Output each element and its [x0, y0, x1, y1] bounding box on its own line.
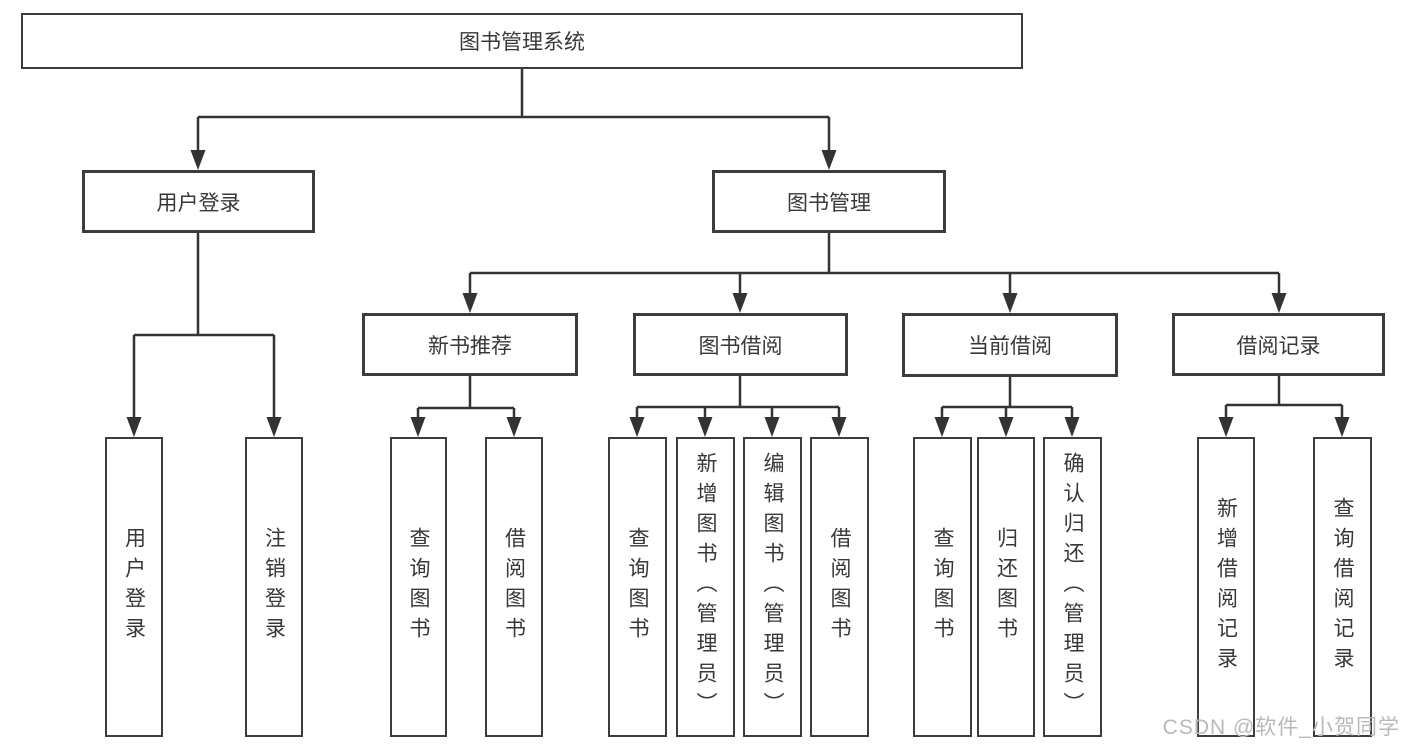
- node-query-books-current: 查询图书: [913, 437, 972, 737]
- arrowhead-icon: [764, 417, 780, 437]
- node-label-borrowing-records: 借阅记录: [1236, 334, 1321, 358]
- arrowhead-icon: [831, 417, 847, 437]
- arrowhead-icon: [697, 417, 713, 437]
- arrowhead-icon: [732, 293, 748, 313]
- node-label-user-login-group: 用户登录: [156, 191, 241, 215]
- node-label-query-books-current: 查询图书: [931, 527, 954, 647]
- node-logout: 注销登录: [245, 437, 303, 737]
- node-label-query-books-rec: 查询图书: [407, 527, 430, 647]
- node-user-login-group: 用户登录: [82, 170, 315, 233]
- arrowhead-icon: [1218, 417, 1234, 437]
- node-book-borrowing: 图书借阅: [633, 313, 848, 376]
- node-new-book-recommend: 新书推荐: [362, 313, 578, 376]
- arrowhead-icon: [1064, 417, 1080, 437]
- node-query-borrow-record: 查询借阅记录: [1313, 437, 1372, 737]
- node-root: 图书管理系统: [21, 13, 1023, 69]
- node-label-query-borrow-record: 查询借阅记录: [1331, 497, 1354, 677]
- node-user-login: 用户登录: [105, 437, 163, 737]
- node-label-current-borrowing: 当前借阅: [968, 335, 1052, 358]
- node-book-management: 图书管理: [712, 170, 946, 233]
- arrowhead-icon: [266, 417, 282, 437]
- watermark: CSDN @软件_小贺同学: [1162, 716, 1400, 739]
- arrowhead-icon: [1334, 417, 1350, 437]
- arrowhead-icon: [998, 417, 1014, 437]
- node-label-logout: 注销登录: [262, 527, 286, 647]
- node-add-books-admin: 新增图书（管理员）: [676, 437, 735, 737]
- node-label-edit-books-admin: 编辑图书（管理员）: [761, 452, 784, 722]
- node-current-borrowing: 当前借阅: [902, 313, 1118, 377]
- node-edit-books-admin: 编辑图书（管理员）: [743, 437, 802, 737]
- arrowhead-icon: [506, 417, 522, 437]
- arrowhead-icon: [126, 417, 142, 437]
- node-label-book-management: 图书管理: [787, 191, 871, 215]
- node-label-return-books: 归还图书: [994, 527, 1018, 647]
- node-label-root: 图书管理系统: [459, 31, 585, 54]
- node-borrow-books: 借阅图书: [810, 437, 869, 737]
- node-label-new-book-recommend: 新书推荐: [428, 334, 512, 358]
- node-label-add-books-admin: 新增图书（管理员）: [694, 452, 717, 722]
- arrowhead-icon: [629, 417, 645, 437]
- arrowhead-icon: [934, 417, 950, 437]
- node-label-borrow-books-rec: 借阅图书: [502, 527, 526, 647]
- node-label-query-books-borrow: 查询图书: [626, 527, 649, 647]
- arrowhead-icon: [190, 150, 206, 170]
- arrowhead-icon: [821, 150, 837, 170]
- node-query-books-rec: 查询图书: [390, 437, 447, 737]
- arrowhead-icon: [462, 293, 478, 313]
- node-label-confirm-return-admin: 确认归还（管理员）: [1061, 452, 1084, 722]
- arrowhead-icon: [1271, 293, 1287, 313]
- node-confirm-return-admin: 确认归还（管理员）: [1043, 437, 1102, 737]
- node-query-books-borrow: 查询图书: [608, 437, 667, 737]
- node-label-add-borrow-record: 新增借阅记录: [1214, 497, 1238, 677]
- node-borrowing-records: 借阅记录: [1172, 313, 1385, 376]
- node-add-borrow-record: 新增借阅记录: [1197, 437, 1255, 737]
- arrowhead-icon: [1002, 293, 1018, 313]
- node-label-borrow-books: 借阅图书: [828, 527, 851, 647]
- node-label-user-login: 用户登录: [122, 527, 146, 647]
- node-label-book-borrowing: 图书借阅: [698, 334, 783, 358]
- node-return-books: 归还图书: [977, 437, 1035, 737]
- arrowhead-icon: [410, 417, 426, 437]
- node-borrow-books-rec: 借阅图书: [485, 437, 543, 737]
